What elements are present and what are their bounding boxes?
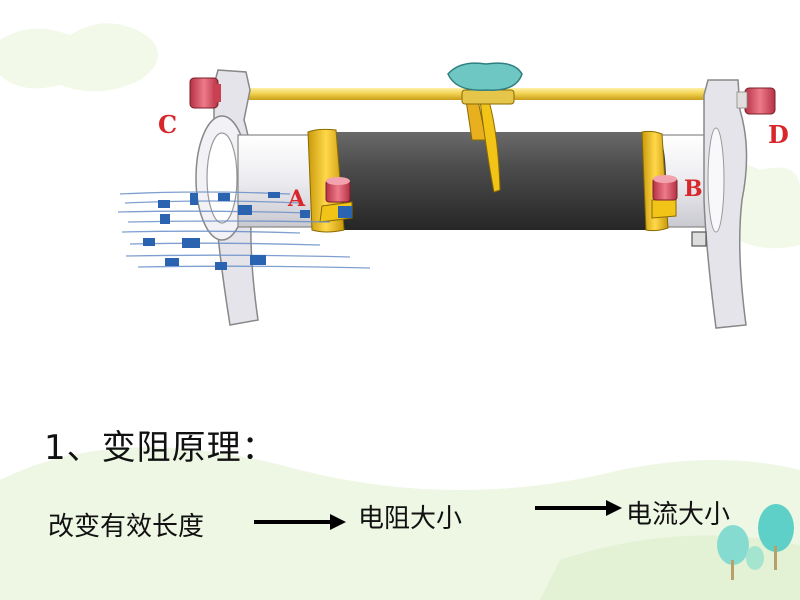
flow-step-length: 改变有效长度: [48, 512, 205, 542]
terminal-c: [189, 77, 221, 109]
principle-heading: 1、变阻原理：: [44, 428, 277, 468]
tree-icon: [758, 504, 794, 570]
terminal-d: [736, 87, 776, 115]
flow-step-resistance: 电阻大小: [358, 504, 463, 534]
left-stand: [195, 69, 259, 326]
left-ring: [307, 128, 353, 233]
tree-icon: [717, 525, 749, 580]
label-d: D: [768, 120, 789, 149]
sliding-contact: [447, 62, 523, 193]
blue-blocks: [143, 192, 352, 270]
cloud-shape: [0, 23, 158, 92]
arrow-icon: [535, 500, 622, 516]
terminal-b: [652, 175, 678, 201]
terminal-a: [325, 177, 351, 203]
flow-step-current: 电流大小: [626, 500, 731, 530]
label-b: B: [684, 176, 703, 202]
arrow-icon: [254, 514, 346, 530]
label-c: C: [158, 110, 177, 139]
label-a: A: [287, 186, 306, 212]
right-stand: [691, 79, 748, 329]
tree-icon: [746, 546, 764, 570]
